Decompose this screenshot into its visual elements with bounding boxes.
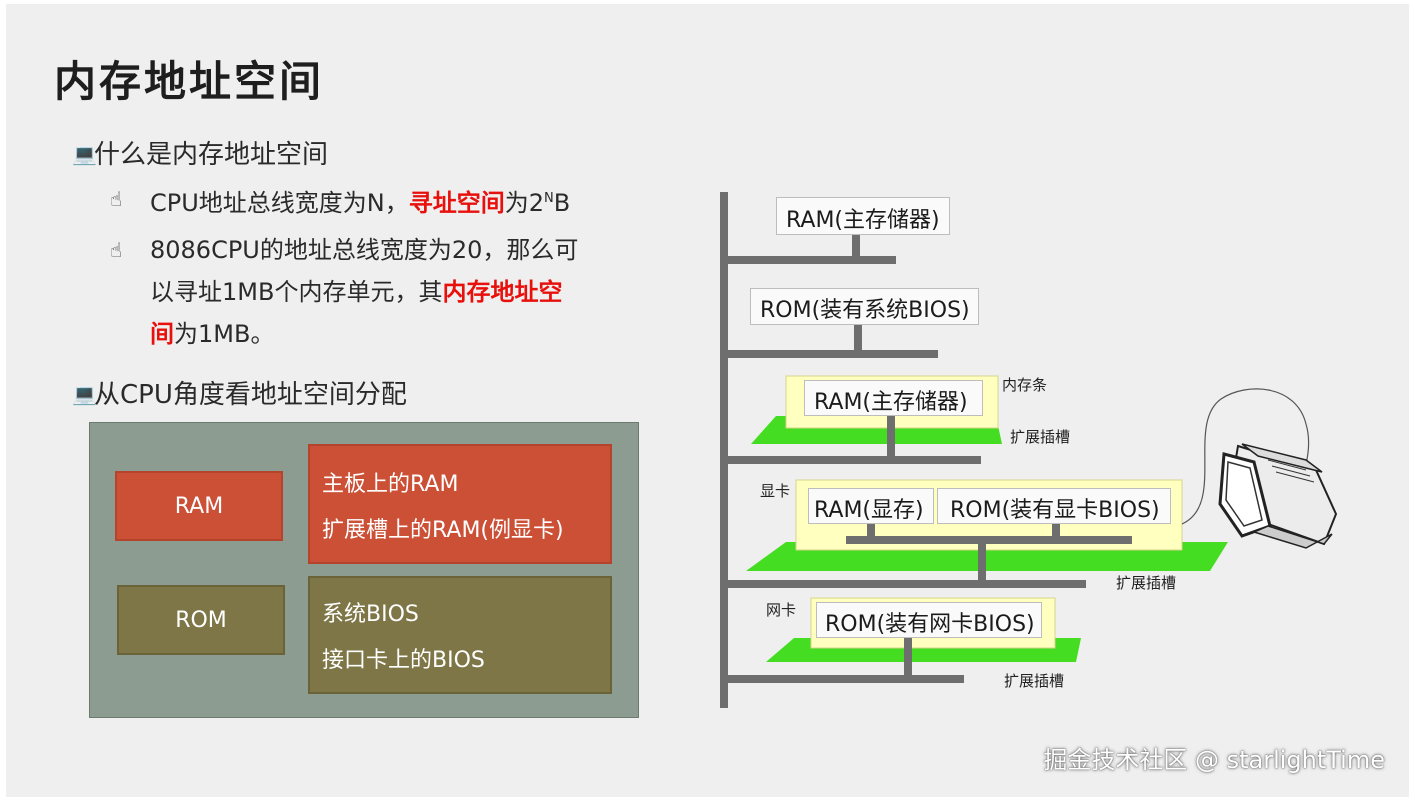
slot-label-3: 扩展插槽 [1004, 672, 1065, 690]
computer-icon: 💻 [72, 142, 97, 166]
vram-label: RAM(显存) [814, 498, 924, 523]
nic-rom-box [816, 602, 1042, 638]
monitor-icon [1218, 443, 1338, 549]
rom-source-item: 系统BIOS [322, 602, 419, 627]
bullet-line-2: 以寻址1MB个内存单元，其内存地址空 [150, 271, 670, 313]
bullet-line-3: 间为1MB。 [150, 313, 670, 355]
slide-title: 内存地址空间 [54, 57, 325, 106]
hardware-diagram [720, 192, 1338, 708]
exponent: N [544, 191, 554, 206]
rom-bios-box [750, 288, 979, 325]
mouse-hand-icon: ☝ [110, 238, 123, 262]
rom-bios-label: ROM(装有系统BIOS) [760, 298, 970, 323]
highlight-text: 内存地址空 [442, 278, 563, 306]
bullet-text: 从CPU角度看地址空间分配 [94, 380, 407, 410]
ram-label: RAM [174, 493, 224, 519]
bullet-address-bus-width: ☝ CPU地址总线宽度为N，寻址空间为2NB [110, 178, 571, 224]
ram-block: RAM [115, 471, 283, 541]
address-map-panel: RAM 主板上的RAM 扩展槽上的RAM(例显卡) ROM 系统BIOS 接口卡… [89, 422, 639, 718]
bullet-text: 什么是内存地址空间 [94, 140, 329, 170]
rom-label: ROM [175, 607, 227, 633]
monitor-cable [1181, 388, 1310, 525]
bullet-text: 以寻址1MB个内存单元，其 [150, 278, 443, 306]
rom-block: ROM [117, 585, 285, 655]
ram-source-item: 主板上的RAM [322, 472, 459, 497]
network-card-label: 网卡 [766, 601, 797, 619]
vga-rom-box [937, 488, 1171, 524]
mouse-hand-icon: ☝ [110, 187, 123, 211]
ram-source-item: 扩展槽上的RAM(例显卡) [322, 518, 564, 543]
highlight-text: 间 [150, 320, 174, 348]
slot-label-2: 扩展插槽 [1116, 574, 1177, 592]
ram-stick-box [804, 380, 983, 416]
bullet-line-1: 8086CPU的地址总线宽度为20，那么可 [150, 236, 579, 264]
ram-sources-block: 主板上的RAM 扩展槽上的RAM(例显卡) [308, 444, 612, 564]
memory-stick-label: 内存条 [1002, 376, 1048, 394]
rom-source-item: 接口卡上的BIOS [322, 648, 485, 673]
ram-stick-label: RAM(主存储器) [814, 390, 968, 415]
slot-label-1: 扩展插槽 [1010, 428, 1071, 446]
nic-rom-label: ROM(装有网卡BIOS) [825, 612, 1035, 637]
bullet-cpu-view: 💻从CPU角度看地址空间分配 [72, 374, 407, 411]
rom-sources-block: 系统BIOS 接口卡上的BIOS [308, 576, 612, 694]
bullet-text: 为1MB。 [174, 320, 275, 348]
watermark: 掘金技术社区 @ starlightTime [1043, 746, 1385, 774]
vram-box [808, 488, 934, 524]
bullet-text: CPU地址总线宽度为N， [150, 189, 409, 217]
slide: 内存地址空间 💻什么是内存地址空间 ☝ CPU地址总线宽度为N，寻址空间为2NB… [6, 4, 1409, 797]
bullet-text: 为2 [504, 189, 545, 217]
bullet-text: B [553, 189, 571, 217]
bullet-8086-address-space: ☝ 8086CPU的地址总线宽度为20，那么可 以寻址1MB个内存单元，其内存地… [110, 229, 670, 355]
ram-main-label: RAM(主存储器) [786, 208, 940, 233]
highlight-text: 寻址空间 [408, 189, 505, 217]
computer-icon: 💻 [72, 382, 97, 406]
ram-main-box [776, 197, 950, 235]
bullet-what-is-address-space: 💻什么是内存地址空间 [72, 134, 328, 171]
vga-rom-label: ROM(装有显卡BIOS) [950, 498, 1160, 523]
graphics-card-label: 显卡 [760, 482, 791, 500]
